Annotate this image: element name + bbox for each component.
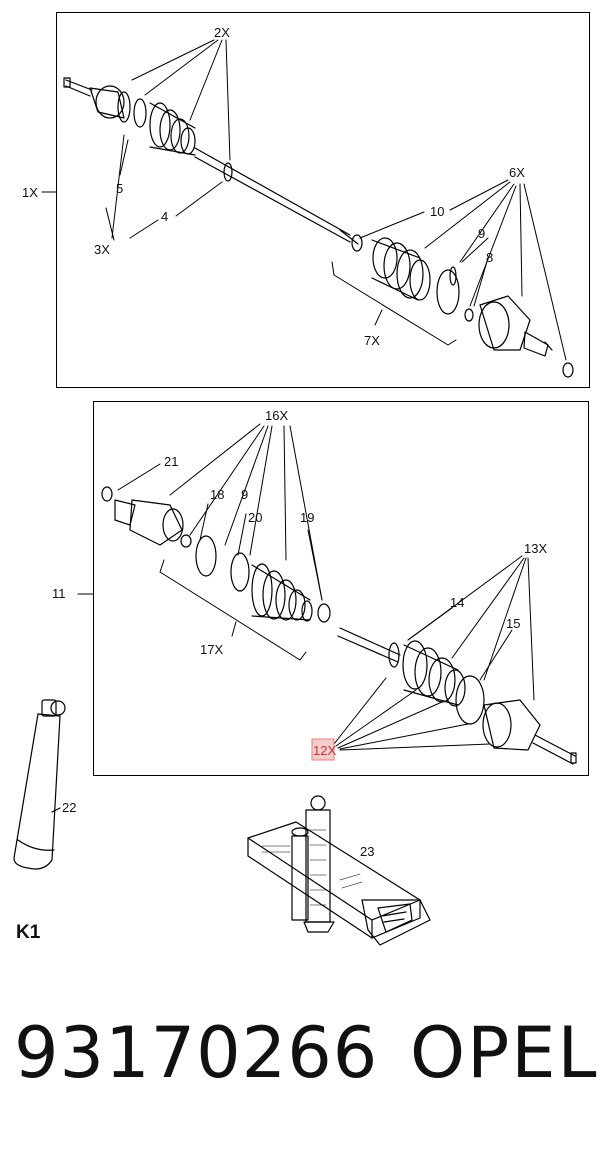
label-6x: 6X bbox=[509, 165, 525, 180]
highlight-box-12x bbox=[311, 738, 335, 761]
kit-label: K1 bbox=[16, 922, 41, 943]
label-18: 18 bbox=[210, 487, 224, 502]
label-23: 23 bbox=[360, 844, 374, 859]
label-11: 11 bbox=[52, 586, 66, 601]
label-9: 9 bbox=[478, 226, 485, 241]
label-13x: 13X bbox=[524, 541, 547, 556]
label-21: 21 bbox=[164, 454, 178, 469]
label-3x: 3X bbox=[94, 242, 110, 257]
top-panel-labels: 1X 2X 5 3X 4 10 6X 9 8 7X bbox=[22, 25, 525, 348]
diagram-panel-top bbox=[56, 12, 590, 388]
part-number: 93170266 bbox=[14, 1012, 379, 1094]
label-5: 5 bbox=[116, 181, 123, 196]
label-17x: 17X bbox=[200, 642, 223, 657]
bottom-panel-labels: 11 16X 21 18 9 20 19 17X 13X 14 15 12X bbox=[52, 408, 547, 758]
bottom-driveshaft bbox=[101, 486, 577, 765]
label-16x: 16X bbox=[265, 408, 288, 423]
label-7x: 7X bbox=[364, 333, 380, 348]
top-driveshaft bbox=[63, 77, 574, 378]
label-9b: 9 bbox=[241, 487, 248, 502]
label-1x: 1X bbox=[22, 185, 38, 200]
label-15: 15 bbox=[506, 616, 520, 631]
label-14: 14 bbox=[450, 595, 464, 610]
label-12x: 12X bbox=[313, 743, 336, 758]
bottom-leaders bbox=[77, 423, 535, 751]
brand-name: OPEL bbox=[410, 1012, 599, 1094]
label-19: 19 bbox=[300, 510, 314, 525]
label-10: 10 bbox=[430, 204, 444, 219]
label-2x: 2X bbox=[214, 25, 230, 40]
repair-kit bbox=[247, 795, 431, 946]
label-22: 22 bbox=[62, 800, 76, 815]
label-20: 20 bbox=[248, 510, 262, 525]
grease-tube bbox=[13, 699, 66, 870]
label-8: 8 bbox=[486, 250, 493, 265]
top-leaders bbox=[41, 39, 567, 361]
label-4: 4 bbox=[161, 209, 168, 224]
diagram-panel-bottom bbox=[93, 401, 589, 776]
